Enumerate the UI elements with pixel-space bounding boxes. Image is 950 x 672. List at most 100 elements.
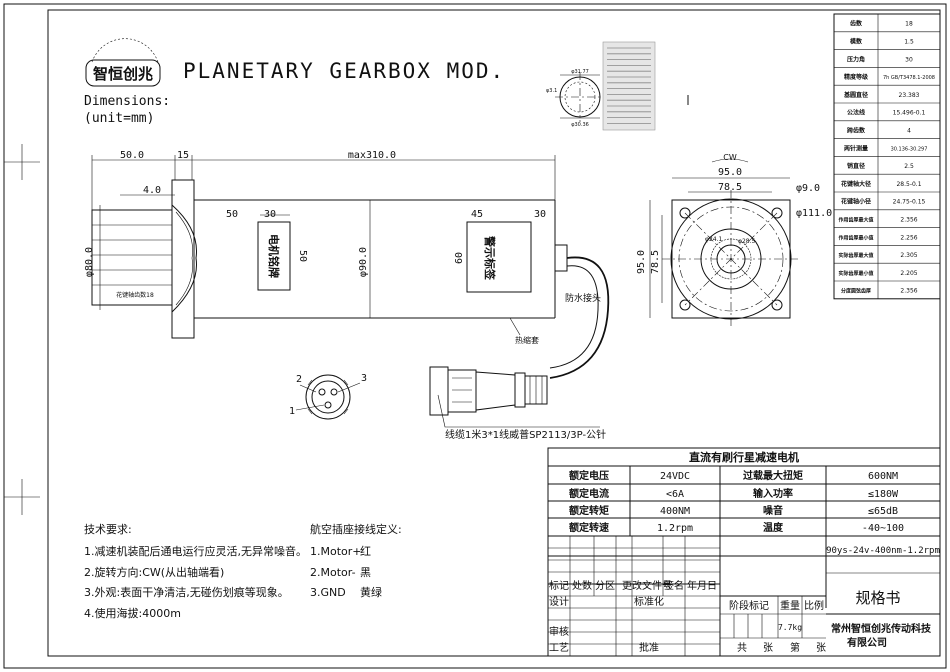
gear-param-name: 基圆直径 bbox=[843, 91, 868, 99]
dim-phi80: φ80.0 bbox=[84, 247, 95, 277]
gear-param-name: 花键轴小径 bbox=[841, 198, 871, 206]
spline-d3: φ3.1 bbox=[546, 88, 557, 94]
wiring-color: 黑 bbox=[360, 566, 371, 579]
spec-value: -40~100 bbox=[862, 523, 904, 534]
pin-3: 3 bbox=[361, 373, 367, 384]
dim-label-30: 30 bbox=[264, 209, 276, 220]
wiring-pin: 1.Motor+ bbox=[310, 545, 362, 558]
tech-req-heading: 技术要求: bbox=[84, 523, 132, 536]
spec-value: 1.2rpm bbox=[657, 523, 693, 534]
dim-label-50: 50 bbox=[226, 209, 238, 220]
gear-param-name: 压力角 bbox=[847, 55, 865, 63]
tb-unit: 张 bbox=[816, 642, 826, 654]
gear-param-name: 作用齿厚最大值 bbox=[838, 217, 873, 224]
waterproof-label: 防水接头 bbox=[565, 292, 601, 304]
dim-95: 95.0 bbox=[718, 167, 742, 178]
gear-param-value: 2.205 bbox=[900, 270, 917, 277]
unit-label: (unit=mm) bbox=[84, 111, 154, 126]
spline-d1: φ31.77 bbox=[571, 69, 589, 75]
tech-req-item: 4.使用海拔:4000m bbox=[84, 606, 181, 620]
warning-label: 警示标签 bbox=[483, 235, 497, 281]
spec-value: ≤180W bbox=[868, 489, 899, 500]
gear-param-value: 15.496-0.1 bbox=[893, 110, 926, 117]
dimensions-label: Dimensions: bbox=[84, 94, 170, 109]
gear-param-name: 花键轴大径 bbox=[841, 180, 871, 188]
dim-4: 4.0 bbox=[143, 185, 161, 196]
gear-param-name: 模数 bbox=[850, 38, 863, 46]
wiring-pin: 3.GND bbox=[310, 586, 346, 599]
gear-param-value: 23.383 bbox=[899, 92, 920, 99]
dim-max: max310.0 bbox=[348, 150, 396, 161]
technical-requirements: 技术要求: 1.减速机装配后通电运行应灵活,无异常噪音。 2.旋转方向:CW(从… bbox=[84, 523, 307, 620]
dim-15: 15 bbox=[177, 150, 189, 161]
dim-v785: 78.5 bbox=[650, 250, 661, 274]
spec-value: 600NM bbox=[868, 471, 898, 482]
company-logo: 智恒创兆 bbox=[85, 38, 161, 87]
gear-param-name: 作用齿厚最小值 bbox=[838, 234, 873, 241]
dim-phi90: φ90.0 bbox=[358, 247, 369, 277]
gear-param-value: 28.5-0.1 bbox=[896, 181, 921, 188]
wiring-color: 黄绿 bbox=[360, 585, 382, 599]
warning-box bbox=[466, 221, 532, 293]
spec-title: 直流有刷行星减速电机 bbox=[689, 450, 799, 464]
title-block: 标记 处数 分区 更改文件号 签名 年月日 设计 标准化 审核 工艺 批准 阶段… bbox=[547, 535, 941, 657]
flange-note: 花键轴齿数18 bbox=[116, 291, 154, 299]
inner-border bbox=[47, 9, 941, 657]
tb-weight-value: 7.7kg bbox=[778, 623, 802, 632]
tb-doc-name: 规格书 bbox=[855, 589, 900, 607]
gear-param-name: 两针测量 bbox=[844, 144, 868, 152]
tb-total: 共 bbox=[737, 642, 747, 654]
cable-label: 线缆1米3*1线威普SP2113/3P-公针 bbox=[445, 428, 606, 441]
tb-header: 处数 bbox=[572, 579, 592, 592]
spec-value: ≤65dB bbox=[868, 506, 898, 517]
wiring-pin: 2.Motor- bbox=[310, 566, 356, 579]
logo-text: 智恒创兆 bbox=[93, 65, 153, 83]
tb-header: 签名 bbox=[664, 579, 684, 592]
gear-param-name: 实际齿厚最小值 bbox=[838, 270, 873, 277]
spec-value: 24VDC bbox=[660, 471, 690, 482]
tb-header: 分区 bbox=[595, 580, 615, 592]
tb-review: 审核 bbox=[549, 625, 569, 638]
dim-phi9: φ9.0 bbox=[796, 183, 820, 194]
tb-sheet-no: 第 bbox=[790, 641, 800, 654]
spline-detail: φ31.77 φ30.36 φ3.1 bbox=[546, 69, 605, 128]
dim-50: 50.0 bbox=[120, 150, 144, 161]
tech-req-item: 3.外观:表面干净清洁,无碰伤划痕等现象。 bbox=[84, 585, 289, 599]
spec-key: 输入功率 bbox=[753, 487, 793, 500]
registration-marks bbox=[4, 144, 40, 515]
tb-ratio: 比例 bbox=[804, 599, 824, 612]
gear-param-value: 30 bbox=[905, 56, 913, 63]
gear-param-value: 30.136-30.297 bbox=[891, 146, 928, 152]
gear-param-value: 2.256 bbox=[900, 234, 917, 241]
pin-1: 1 bbox=[289, 406, 295, 417]
wiring-color: 红 bbox=[360, 545, 371, 558]
tb-company: 常州智恒创兆传动科技 bbox=[831, 622, 932, 635]
spec-key: 过载最大扭矩 bbox=[743, 469, 803, 482]
spline-d2: φ30.36 bbox=[571, 122, 589, 128]
gear-param-value: 7h GB/T3478.1-2008 bbox=[883, 75, 935, 81]
gear-param-value: 2.356 bbox=[900, 288, 917, 295]
dim-phi111: φ111.0 bbox=[796, 208, 832, 219]
inner-dim-a: φ24.1 bbox=[705, 236, 723, 243]
gear-param-value: 2.356 bbox=[900, 217, 917, 224]
spec-value: 400NM bbox=[660, 506, 690, 517]
spec-key: 噪音 bbox=[763, 504, 783, 517]
drawing-title: PLANETARY GEARBOX MOD. bbox=[183, 59, 505, 83]
nameplate-box bbox=[257, 221, 291, 291]
spec-key: 额定转矩 bbox=[569, 504, 609, 517]
gear-param-value: 2.5 bbox=[904, 163, 914, 170]
dim-60: 60 bbox=[454, 252, 465, 264]
wiring-definition: 航空插座接线定义: 1.Motor+ 红 2.Motor- 黑 3.GND 黄绿 bbox=[310, 522, 402, 599]
tb-header: 标记 bbox=[549, 580, 569, 592]
tb-design: 设计 bbox=[549, 595, 569, 608]
gear-param-name: 实际齿厚最大值 bbox=[838, 252, 873, 259]
tb-company: 有限公司 bbox=[847, 636, 887, 649]
gear-param-value: 1.5 bbox=[904, 39, 914, 46]
spec-value: <6A bbox=[666, 489, 684, 500]
shrink-label: 热缩套 bbox=[515, 335, 539, 345]
tb-weight: 重量 bbox=[780, 599, 800, 612]
dim-30b: 30 bbox=[534, 209, 546, 220]
tech-req-item: 2.旋转方向:CW(从出轴端看) bbox=[84, 565, 224, 579]
